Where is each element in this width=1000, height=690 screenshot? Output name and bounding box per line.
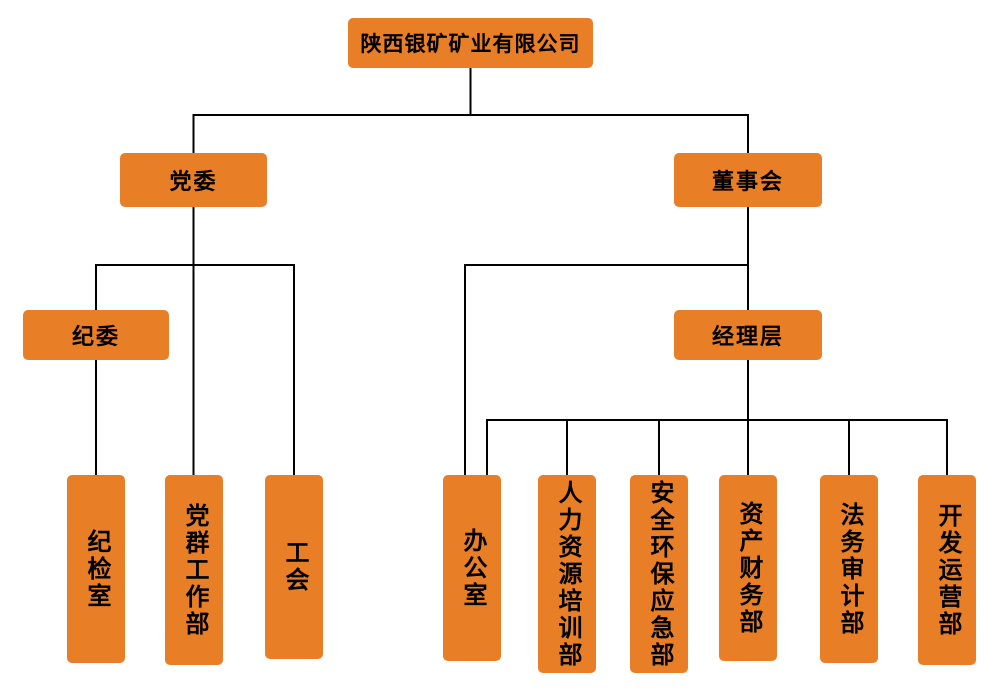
org-node-board-label: 董事会 bbox=[711, 169, 784, 194]
org-node-management-level: 经理层 bbox=[674, 310, 822, 360]
org-node-discipline-committee-label: 纪委 bbox=[71, 324, 120, 349]
org-node-general-office: 办公室 bbox=[443, 475, 501, 661]
org-node-management-level-label: 经理层 bbox=[711, 324, 784, 349]
org-node-discipline-inspection-office-label: 纪检室 bbox=[83, 528, 110, 610]
org-node-party-mass-work-dept: 党群工作部 bbox=[165, 475, 223, 665]
org-node-company: 陕西银矿矿业有限公司 bbox=[348, 18, 593, 68]
org-node-labor-union: 工会 bbox=[265, 475, 323, 659]
org-node-development-operations-dept: 开发运营部 bbox=[918, 475, 976, 665]
org-node-development-operations-dept-label: 开发运营部 bbox=[934, 502, 961, 638]
org-node-company-label: 陕西银矿矿业有限公司 bbox=[360, 33, 581, 56]
org-node-party-mass-work-dept-label: 党群工作部 bbox=[181, 502, 208, 638]
org-node-discipline-inspection-office: 纪检室 bbox=[67, 475, 125, 663]
org-node-safety-env-emergency-dept-label: 安全环保应急部 bbox=[646, 479, 673, 669]
org-node-asset-finance-dept: 资产财务部 bbox=[719, 475, 777, 661]
org-node-party-committee: 党委 bbox=[120, 153, 267, 207]
org-node-hr-training-dept-label: 人力资源培训部 bbox=[554, 479, 581, 669]
org-node-legal-audit-dept: 法务审计部 bbox=[820, 475, 878, 663]
org-node-discipline-committee: 纪委 bbox=[23, 310, 169, 360]
org-node-asset-finance-dept-label: 资产财务部 bbox=[735, 500, 762, 636]
org-node-legal-audit-dept-label: 法务审计部 bbox=[836, 501, 863, 637]
org-node-party-committee-label: 党委 bbox=[169, 169, 218, 194]
org-node-labor-union-label: 工会 bbox=[281, 540, 308, 594]
org-node-board-of-directors: 董事会 bbox=[674, 153, 822, 207]
org-node-hr-training-dept: 人力资源培训部 bbox=[538, 475, 596, 673]
org-node-general-office-label: 办公室 bbox=[459, 527, 486, 609]
org-node-safety-env-emergency-dept: 安全环保应急部 bbox=[630, 475, 688, 673]
